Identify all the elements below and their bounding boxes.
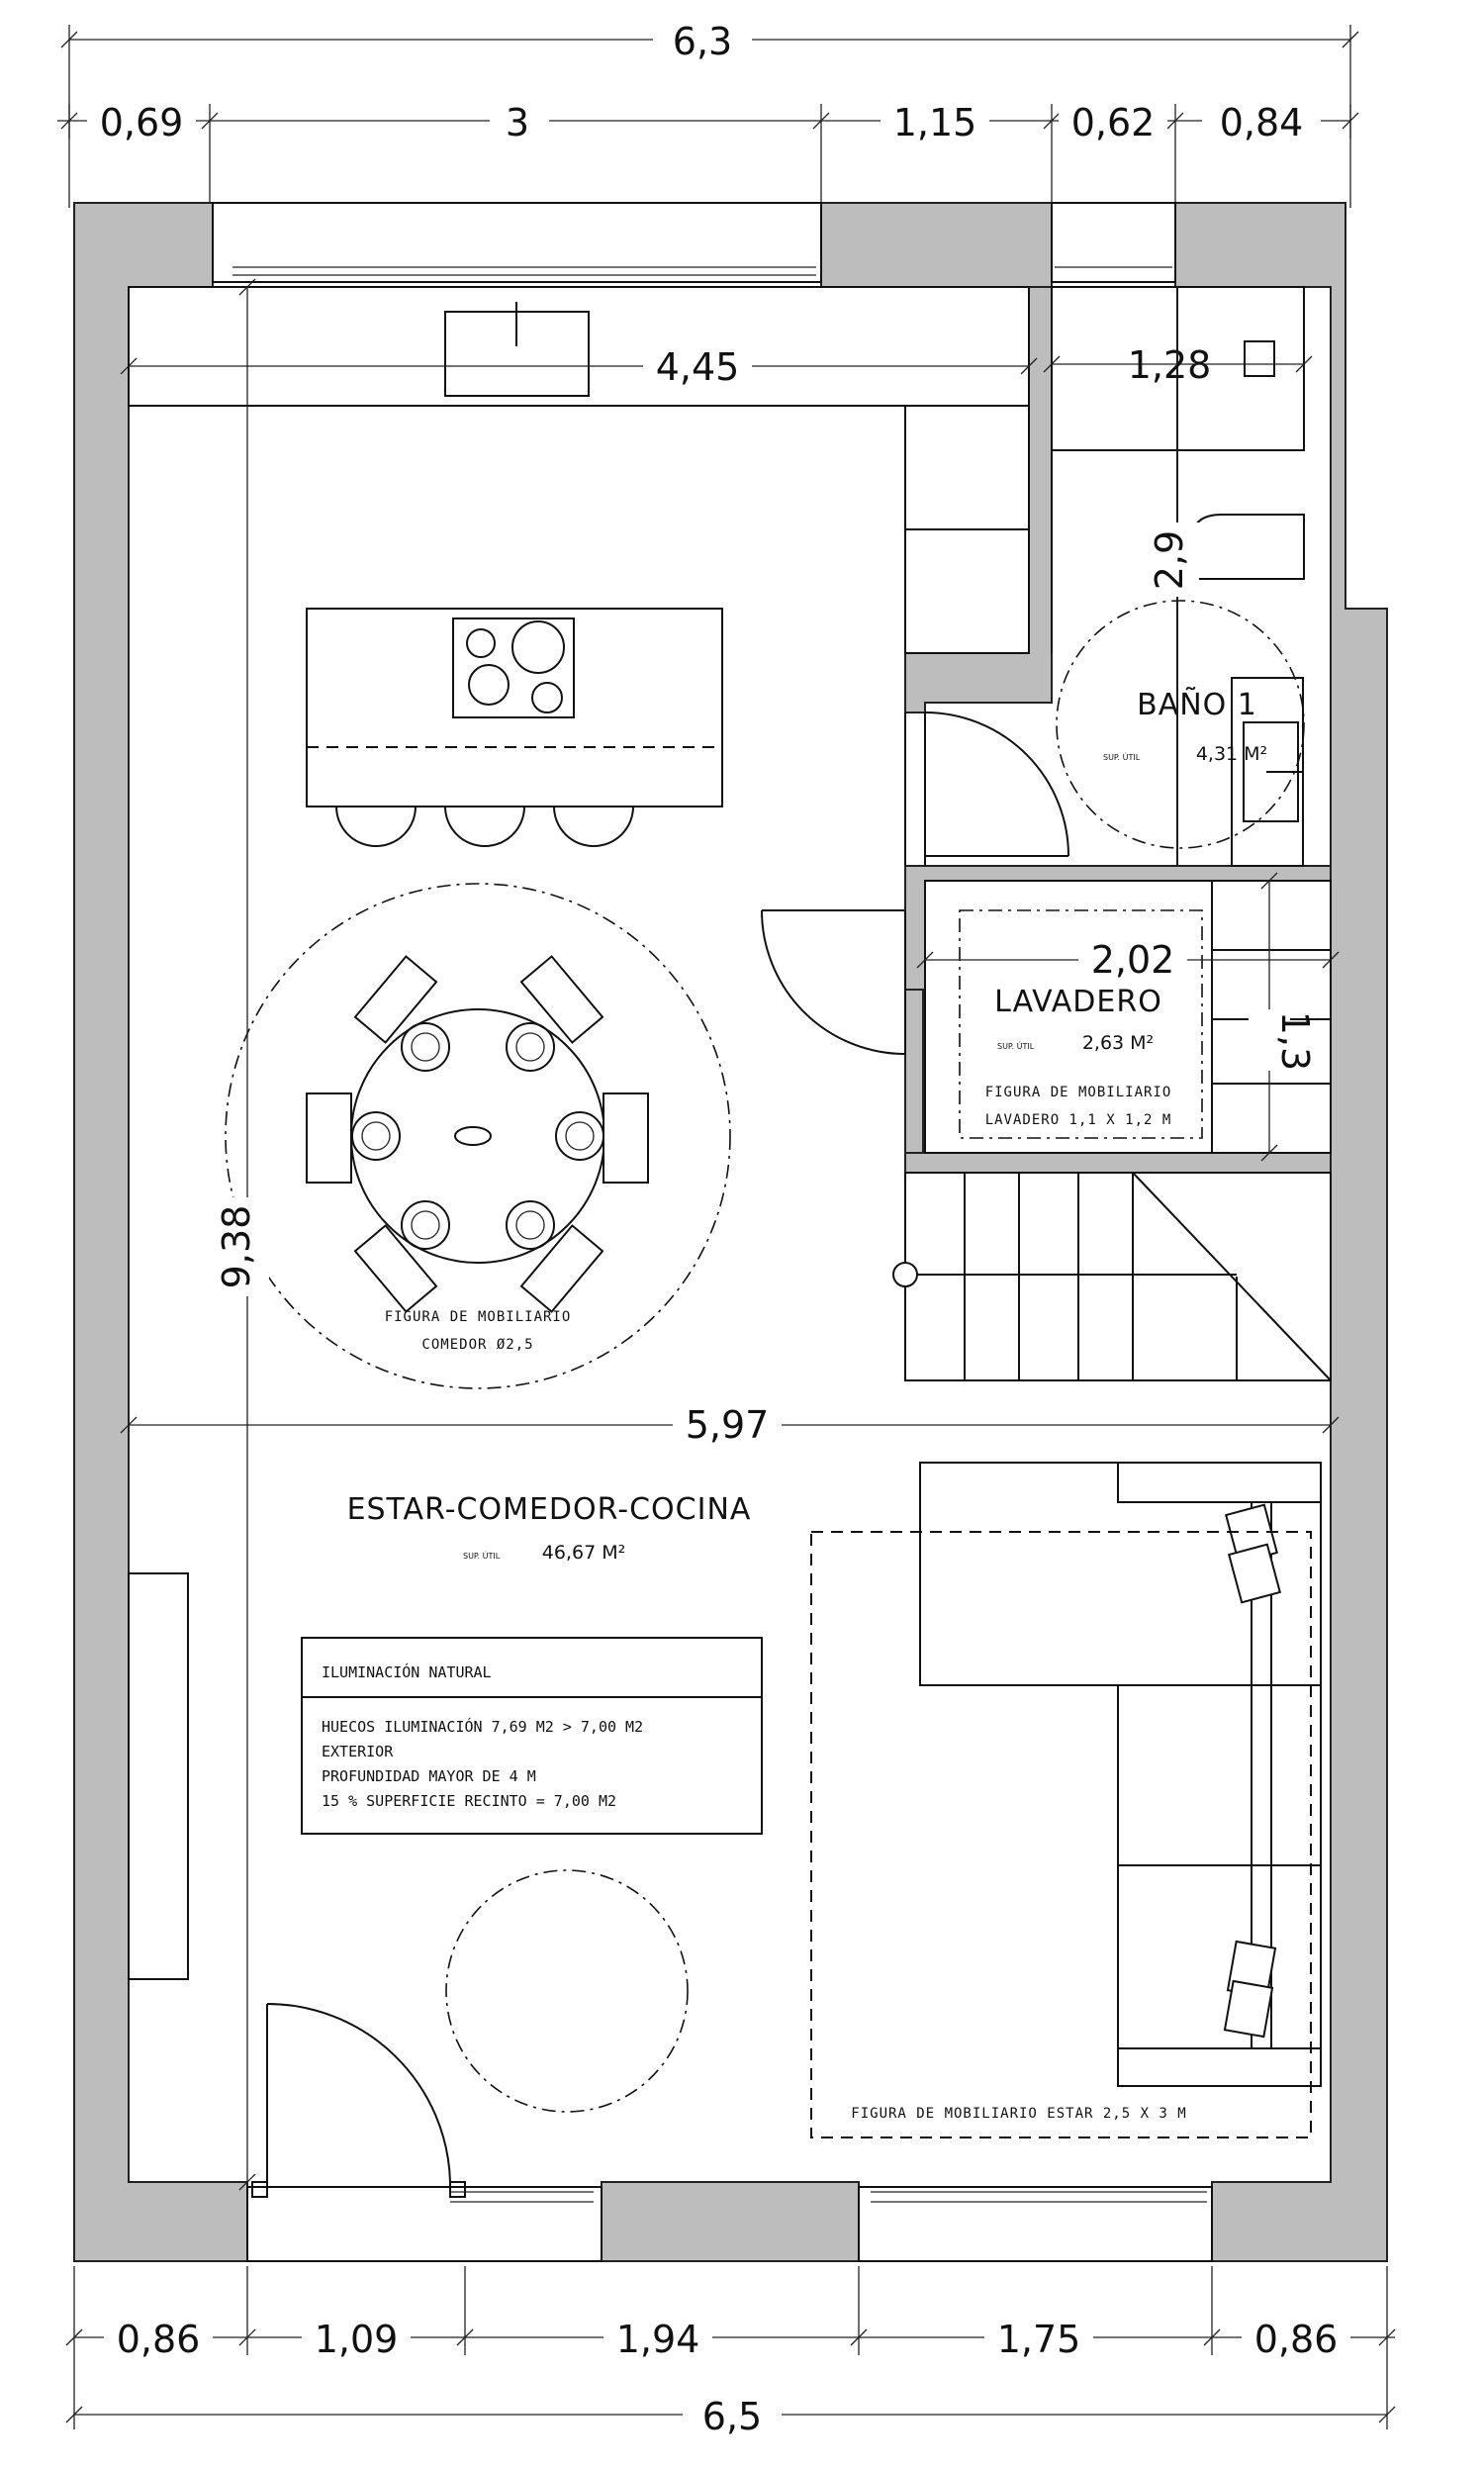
dimension-living-width: 5,97 — [686, 1403, 770, 1447]
dimension-kitchen-width: 4,45 — [656, 345, 740, 389]
dimension-bottom-3: 1,94 — [616, 2318, 700, 2361]
lighting-title: ILUMINACIÓN NATURAL — [322, 1662, 492, 1681]
area-bath: 4,31 M² — [1196, 743, 1267, 765]
area-prefix-laundry: SUP. ÚTIL — [997, 1040, 1035, 1051]
lighting-table: ILUMINACIÓN NATURAL HUECOS ILUMINACIÓN 7… — [301, 1637, 763, 1835]
dimension-laundry-height: 1,3 — [1273, 1011, 1317, 1071]
kitchen-counters — [128, 286, 1030, 847]
note-laundry-1: FIGURA DE MOBILIARIO — [985, 1085, 1172, 1100]
dimension-top-1: 0,69 — [100, 101, 184, 144]
area-prefix-living: SUP. ÚTIL — [463, 1550, 501, 1561]
dimension-living-length: 9,38 — [215, 1205, 258, 1289]
lighting-line-1: HUECOS ILUMINACIÓN 7,69 M2 > 7,00 M2 — [322, 1717, 643, 1736]
note-laundry-2: LAVADERO 1,1 X 1,2 M — [985, 1112, 1172, 1128]
dimension-bath-height: 2,9 — [1148, 530, 1191, 590]
outer-walls — [73, 202, 1388, 2262]
room-name-laundry: LAVADERO — [994, 985, 1162, 1019]
tv-unit — [128, 1572, 189, 1980]
dimension-bottom-2: 1,09 — [315, 2318, 399, 2361]
cooktop — [452, 617, 575, 718]
room-name-bath: BAÑO 1 — [1137, 687, 1257, 722]
dimension-bottom-4: 1,75 — [997, 2318, 1081, 2361]
living-area: FIGURA DE MOBILIARIO ESTAR 2,5 X 3 M EST… — [128, 1462, 1322, 2198]
lighting-line-3: PROFUNDIDAD MAYOR DE 4 M — [322, 1767, 536, 1785]
bottom-dimensions: 0,86 1,09 1,94 1,75 0,86 6,5 — [65, 2266, 1396, 2438]
dimension-bath-width: 1,28 — [1128, 343, 1212, 387]
note-dining-1: FIGURA DE MOBILIARIO — [385, 1309, 572, 1325]
room-name-living: ESTAR-COMEDOR-COCINA — [347, 1492, 752, 1527]
stairs — [892, 1172, 1332, 1381]
dimension-bottom-5: 0,86 — [1254, 2318, 1339, 2361]
dimension-laundry-width: 2,02 — [1091, 938, 1175, 982]
area-living: 46,67 M² — [542, 1542, 625, 1564]
dimension-total-top: 6,3 — [673, 20, 732, 63]
dimension-top-3: 1,15 — [893, 101, 977, 144]
top-dimensions: 6,3 0,69 3 1,15 0,62 0,84 — [57, 18, 1359, 287]
lighting-line-4: 15 % SUPERFICIE RECINTO = 7,00 M2 — [322, 1792, 616, 1810]
area-prefix-bath: SUP. ÚTIL — [1103, 751, 1141, 762]
dimension-top-5: 0,84 — [1220, 101, 1304, 144]
lighting-line-2: EXTERIOR — [322, 1743, 394, 1760]
dimension-total-bottom: 6,5 — [702, 2395, 762, 2438]
dimension-bottom-1: 0,86 — [117, 2318, 201, 2361]
note-dining-2: COMEDOR Ø2,5 — [421, 1337, 533, 1353]
dimension-top-4: 0,62 — [1071, 101, 1156, 144]
note-lounge: FIGURA DE MOBILIARIO ESTAR 2,5 X 3 M — [851, 2106, 1186, 2122]
area-laundry: 2,63 M² — [1082, 1032, 1154, 1054]
laundry: LAVADERO SUP. ÚTIL 2,63 M² FIGURA DE MOB… — [761, 880, 1332, 1154]
dining-area: FIGURA DE MOBILIARIO COMEDOR Ø2,5 — [225, 883, 731, 1389]
interior-dimensions: 4,45 1,28 2,9 2,02 1,3 9,38 5,97 — [120, 278, 1340, 2191]
dimension-top-2: 3 — [506, 101, 529, 144]
